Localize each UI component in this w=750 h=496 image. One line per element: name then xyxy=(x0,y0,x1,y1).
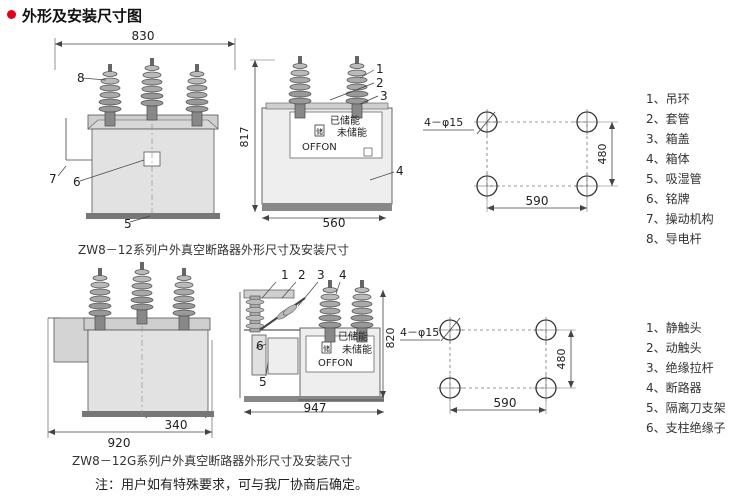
fig2-nameplate-uncharged: 未储能 xyxy=(342,343,372,356)
fig2-depth-dim: 947 xyxy=(304,401,327,415)
legend-item: 4、断路器 xyxy=(646,381,702,395)
page-title: 外形及安装尺寸图 xyxy=(22,7,143,25)
fig2-nameplate-charged: 已储能 xyxy=(338,330,368,343)
fig1-width-dim: 830 xyxy=(132,29,155,43)
fig2-mount-height: 480 xyxy=(555,349,568,370)
legend-item: 3、箱盖 xyxy=(646,132,690,146)
footer-note: 注：用户如有特殊要求，可与我厂协商后确定。 xyxy=(95,478,369,493)
fig2-legend: 1、静触头 2、动触头 3、绝缘拉杆 4、断路器 5、隔离刀支架 6、支柱绝缘子 xyxy=(646,318,726,438)
fig1-side-view xyxy=(250,55,395,221)
legend-item: 3、绝缘拉杆 xyxy=(646,361,714,375)
fig2-height-dim: 820 xyxy=(384,328,397,349)
fig1-hole-label: 4－φ15 xyxy=(424,116,463,129)
legend-item: 4、箱体 xyxy=(646,152,690,166)
fig2-mount-pattern xyxy=(400,316,576,414)
fig1-front-view xyxy=(54,38,236,223)
fig1-mount-width: 590 xyxy=(526,194,549,208)
legend-item: 1、吊环 xyxy=(646,92,690,106)
legend-item: 5、吸湿管 xyxy=(646,172,702,186)
fig1-callout-6: 6 xyxy=(73,175,81,189)
fig1-nameplate-hand: 储 xyxy=(316,127,323,136)
fig1-nameplate-charged: 已储能 xyxy=(330,114,360,127)
fig2-callout-5: 5 xyxy=(259,375,267,389)
legend-item: 8、导电杆 xyxy=(646,232,702,246)
legend-item: 6、支柱绝缘子 xyxy=(646,421,726,435)
fig1-caption: ZW8－12系列户外真空断路器外形尺寸及安装尺寸 xyxy=(78,243,349,257)
fig1-mount-height: 480 xyxy=(596,144,609,165)
fig2-callout-2: 2 xyxy=(298,268,306,282)
fig1-legend: 1、吊环 2、套管 3、箱盖 4、箱体 5、吸湿管 6、铭牌 7、操动机构 8、… xyxy=(646,89,714,249)
fig2-width-dim: 920 xyxy=(108,436,131,450)
fig2-side-view xyxy=(239,279,386,415)
fig1-callout-5: 5 xyxy=(124,217,132,231)
fig1-callout-8: 8 xyxy=(77,71,85,85)
fig1-callout-2: 2 xyxy=(376,76,384,90)
fig2-hole-label: 4－φ15 xyxy=(400,326,439,339)
legend-item: 5、隔离刀支架 xyxy=(646,401,726,415)
fig2-callout-4: 4 xyxy=(339,268,347,282)
fig2-front-view xyxy=(47,261,214,438)
fig1-mount-pattern xyxy=(423,108,618,212)
fig1-height-dim: 817 xyxy=(238,127,251,148)
fig1-callout-4: 4 xyxy=(396,164,404,178)
fig1-depth-dim: 560 xyxy=(323,216,346,230)
fig1-nameplate-offon: OFFON xyxy=(302,142,337,153)
fig2-caption: ZW8－12G系列户外真空断路器外形尺寸及安装尺寸 xyxy=(72,454,353,468)
legend-item: 2、动触头 xyxy=(646,341,702,355)
fig1-callout-7: 7 xyxy=(49,172,57,186)
legend-item: 7、操动机构 xyxy=(646,212,714,226)
fig2-nameplate-hand: 储 xyxy=(323,344,330,353)
fig1-callout-3: 3 xyxy=(380,89,388,103)
fig1-callout-1: 1 xyxy=(376,62,384,76)
title-bullet xyxy=(7,10,16,19)
legend-item: 2、套管 xyxy=(646,112,690,126)
fig2-callout-1: 1 xyxy=(281,268,289,282)
fig2-nameplate-offon: OFFON xyxy=(318,358,353,369)
fig1-nameplate-uncharged: 未储能 xyxy=(337,126,367,139)
fig2-mount-width: 590 xyxy=(494,396,517,410)
fig2-callout-6: 6 xyxy=(256,339,264,353)
legend-item: 6、铭牌 xyxy=(646,192,690,206)
legend-item: 1、静触头 xyxy=(646,321,702,335)
fig2-offset-dim: 340 xyxy=(165,418,188,432)
fig2-callout-3: 3 xyxy=(317,268,325,282)
